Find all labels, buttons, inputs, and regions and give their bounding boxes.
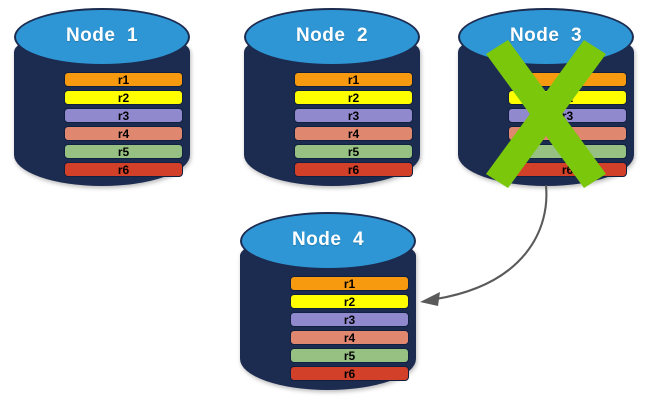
row-bar-r2[interactable]: r2	[290, 294, 409, 309]
node-cylinder-4[interactable]: Node 4 r1 r2 r3 r4 r5 r6	[240, 212, 416, 390]
node-2-rows: r1 r2 r3 r4 r5 r6	[294, 72, 413, 177]
node-cylinder-2[interactable]: Node 2 r1 r2 r3 r4 r5 r6	[244, 8, 420, 186]
row-bar-r1[interactable]: r1	[508, 72, 627, 87]
node-1-rows: r1 r2 r3 r4 r5 r6	[64, 72, 183, 177]
row-bar-r5[interactable]: r5	[290, 348, 409, 363]
row-bar-r6[interactable]: r6	[64, 162, 183, 177]
node-2-top-ellipse	[244, 8, 420, 66]
row-bar-r5[interactable]: r5	[64, 144, 183, 159]
row-bar-r6[interactable]: r6	[508, 162, 627, 177]
row-bar-r1[interactable]: r1	[64, 72, 183, 87]
node-3-top-ellipse	[458, 8, 634, 66]
row-bar-r4[interactable]: r4	[294, 126, 413, 141]
row-bar-r1[interactable]: r1	[294, 72, 413, 87]
row-bar-r2[interactable]: r2	[294, 90, 413, 105]
row-bar-r4[interactable]: r4	[508, 126, 627, 141]
row-bar-r6[interactable]: r6	[290, 366, 409, 381]
row-bar-r1[interactable]: r1	[290, 276, 409, 291]
row-bar-r3[interactable]: r3	[290, 312, 409, 327]
row-bar-r6[interactable]: r6	[294, 162, 413, 177]
row-bar-r5[interactable]: r5	[294, 144, 413, 159]
replication-arrow-node3-to-node4	[420, 184, 548, 306]
row-bar-r2[interactable]: r2	[64, 90, 183, 105]
row-bar-r4[interactable]: r4	[64, 126, 183, 141]
row-bar-r5[interactable]: r5	[508, 144, 627, 159]
node-3-rows: r1 r2 r3 r4 r5 r6	[508, 72, 627, 177]
node-4-rows: r1 r2 r3 r4 r5 r6	[290, 276, 409, 381]
node-1-top-ellipse	[14, 8, 190, 66]
node-cylinder-1[interactable]: Node 1 r1 r2 r3 r4 r5 r6	[14, 8, 190, 186]
row-bar-r3[interactable]: r3	[294, 108, 413, 123]
row-bar-r2[interactable]: r2	[508, 90, 627, 105]
row-bar-r4[interactable]: r4	[290, 330, 409, 345]
node-cylinder-3[interactable]: Node 3 r1 r2 r3 r4 r5 r6	[458, 8, 634, 186]
row-bar-r3[interactable]: r3	[508, 108, 627, 123]
node-4-top-ellipse	[240, 212, 416, 270]
row-bar-r3[interactable]: r3	[64, 108, 183, 123]
